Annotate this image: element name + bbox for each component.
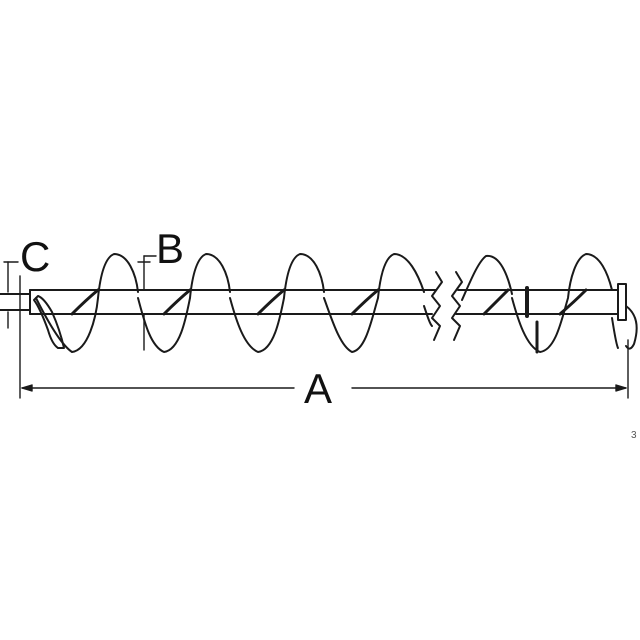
corner-mark: 3 bbox=[631, 430, 637, 441]
dimension-b bbox=[137, 255, 157, 351]
dimension-a bbox=[19, 275, 629, 399]
shaft-stub bbox=[0, 293, 65, 349]
dimension-label-c: C bbox=[20, 233, 51, 280]
dimension-label-b: B bbox=[156, 225, 185, 272]
auger-flights bbox=[35, 253, 619, 353]
auger-tube-right bbox=[455, 283, 638, 354]
dimension-c bbox=[3, 261, 19, 329]
dimension-label-a: A bbox=[304, 365, 333, 412]
break-marks bbox=[431, 271, 463, 341]
